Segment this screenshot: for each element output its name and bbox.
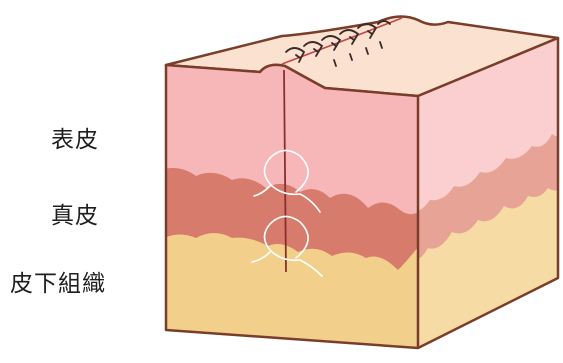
incision-line bbox=[281, 17, 403, 65]
buried-suture-loops bbox=[251, 149, 323, 277]
label-dermis: 真皮 bbox=[51, 203, 99, 229]
label-epidermis: 表皮 bbox=[51, 127, 99, 153]
label-subcutaneous-tissue: 皮下組織 bbox=[10, 271, 106, 297]
suture-stitches bbox=[285, 20, 391, 67]
incision-front bbox=[283, 69, 287, 273]
